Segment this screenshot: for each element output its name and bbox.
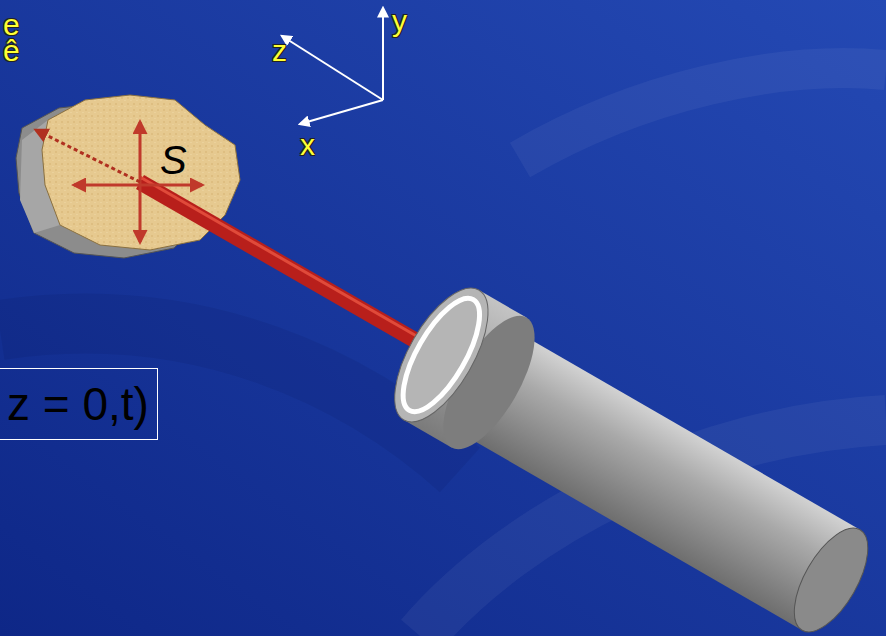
background-swoosh <box>520 68 886 160</box>
axes <box>282 8 383 124</box>
x-axis <box>300 100 383 124</box>
arrow-left <box>74 184 140 187</box>
laser-beam-highlight <box>140 177 446 353</box>
laser-end-cap <box>780 517 883 636</box>
normal-arrow <box>36 130 140 182</box>
arrow-up <box>139 122 142 182</box>
z-axis <box>282 36 383 100</box>
background-swoosh <box>0 324 460 470</box>
y-axis <box>382 8 384 100</box>
partial-title-text: ê <box>3 36 20 66</box>
laser-front-face <box>376 274 506 436</box>
formula-text: z = 0,t) <box>7 381 149 427</box>
arrow-right <box>140 184 202 187</box>
formula-box: z = 0,t) <box>0 368 158 440</box>
laser-head <box>376 274 886 636</box>
axis-label: y <box>392 6 407 36</box>
surface-label: S <box>160 140 187 180</box>
arrow-down <box>139 182 142 242</box>
axis-label: x <box>300 130 315 160</box>
laser-beam <box>140 182 446 358</box>
displacement-arrows <box>36 122 202 242</box>
laser-front-ring <box>389 288 495 423</box>
axis-label: z <box>272 36 287 66</box>
